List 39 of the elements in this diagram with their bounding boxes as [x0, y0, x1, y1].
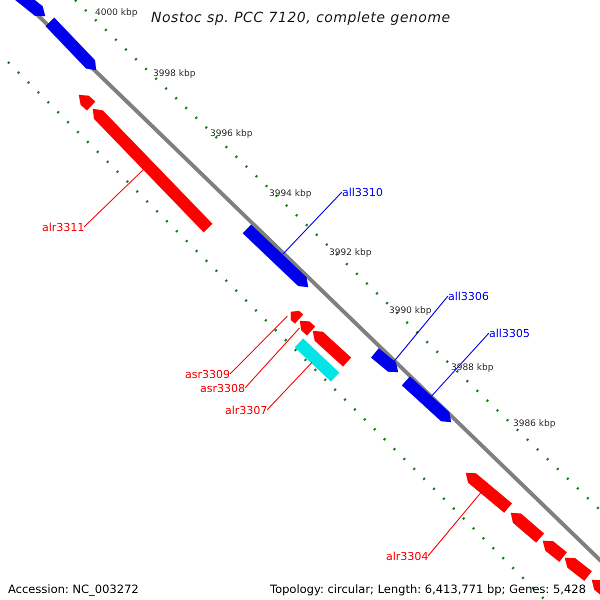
gene-feature [510, 512, 544, 543]
gene-label: alr3311 [42, 220, 84, 234]
gene-feature [300, 320, 316, 336]
scale-label: 3990 kbp [389, 304, 432, 318]
gene-feature [466, 472, 512, 513]
gene-feature [242, 224, 308, 288]
scale-label: 3994 kbp [269, 188, 312, 200]
gene-feature [564, 558, 592, 581]
scale-label: 3992 kbp [329, 246, 372, 260]
leader-line [430, 332, 490, 397]
gene-feature [78, 94, 96, 111]
scale-label: 4000 kbp [95, 6, 138, 20]
leader-line [84, 168, 144, 228]
gene-label: all3306 [448, 290, 489, 302]
leader-line [244, 328, 300, 388]
gene-feature [402, 376, 452, 422]
gene-feature [542, 540, 567, 562]
leader-line [230, 316, 288, 374]
leader-line [282, 192, 342, 256]
gene-feature [45, 18, 96, 70]
leader-line [428, 492, 482, 556]
gene-label: alr3304 [386, 550, 428, 562]
scale-label: 3996 kbp [210, 128, 252, 140]
gene-feature [294, 338, 340, 382]
gene-label: all3305 [489, 326, 530, 340]
gene-label: asr3308 [200, 382, 245, 394]
gene-label: alr3307 [225, 404, 268, 416]
gene-feature [290, 310, 304, 324]
gene-feature [312, 330, 352, 367]
genome-info: Topology: circular; Length: 6,413,771 bp; Genes: 5,428 [270, 582, 586, 596]
diagram-title: Nostoc sp. PCC 7120, complete genome [151, 12, 451, 25]
genome-info: Accession: NC_003272 [8, 582, 139, 596]
leader-line [393, 296, 448, 362]
gene-label: asr3309 [185, 368, 230, 380]
scale-label: 3986 kbp [513, 418, 556, 430]
gene-feature [370, 348, 398, 372]
leader-line [266, 362, 312, 410]
scale-label: 3998 kbp [153, 68, 196, 80]
gene-label: all3310 [342, 186, 383, 198]
